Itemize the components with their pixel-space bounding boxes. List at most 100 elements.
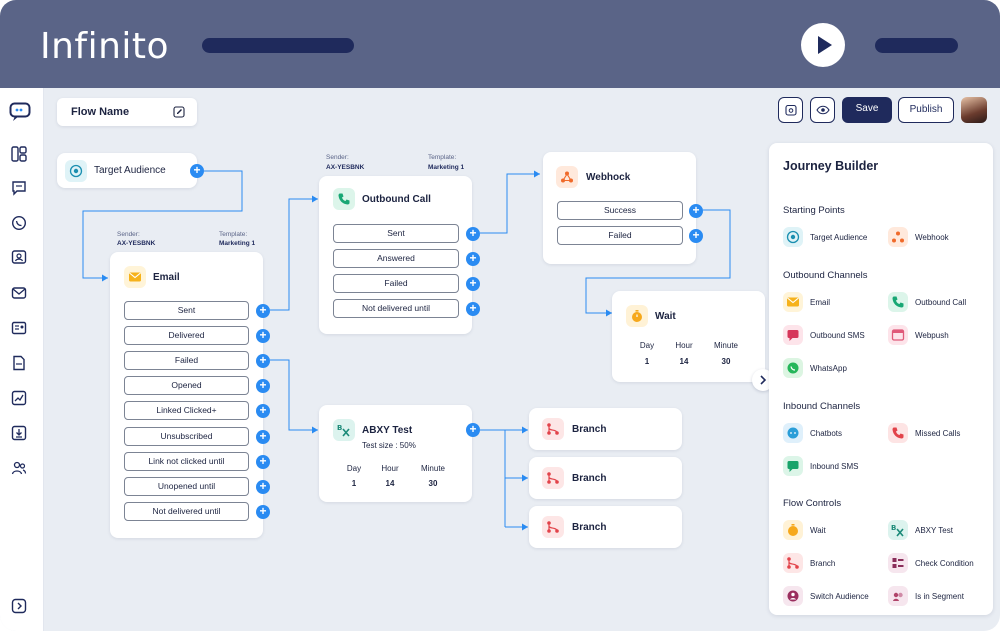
- placeholder-bar-right: [875, 38, 958, 53]
- call-option[interactable]: Not delivered until: [333, 299, 459, 318]
- target-audience-node[interactable]: Target Audience: [57, 153, 197, 188]
- email-icon: [124, 266, 146, 288]
- switch-audience-icon: [783, 585, 803, 606]
- call-option[interactable]: Failed: [333, 274, 459, 293]
- phone-icon: [333, 188, 355, 210]
- abxy-add-button[interactable]: +: [466, 423, 480, 437]
- wait-title: Wait: [655, 311, 676, 322]
- wait-day-value[interactable]: 1: [644, 357, 650, 366]
- panel-item-label: Inbound SMS: [810, 461, 859, 471]
- email-option[interactable]: Delivered: [124, 326, 249, 346]
- target-add-button[interactable]: +: [190, 164, 204, 178]
- email-add-button[interactable]: +: [256, 429, 270, 444]
- contact-icon[interactable]: [11, 249, 27, 265]
- wait-minute-value[interactable]: 30: [721, 357, 731, 366]
- email-template-label: Template:: [219, 231, 248, 238]
- branch-node[interactable]: Branch: [529, 408, 682, 450]
- phone-icon: [888, 292, 908, 312]
- abxy-test-node[interactable]: B ABXY Test Test size : 50% Day Hour Min…: [319, 405, 472, 502]
- save-button[interactable]: Save: [842, 97, 892, 123]
- email-option[interactable]: Link not clicked until: [124, 451, 249, 471]
- branch-icon: [783, 552, 803, 573]
- panel-item-label: Outbound SMS: [810, 330, 865, 340]
- email-add-button[interactable]: +: [256, 479, 270, 494]
- chat-logo-icon[interactable]: [9, 102, 31, 122]
- panel-item-label: WhatsApp: [810, 363, 847, 373]
- condition-icon: [888, 552, 908, 573]
- webhook-add-button[interactable]: +: [689, 204, 703, 218]
- wait-hour-value[interactable]: 14: [679, 357, 689, 366]
- call-sender-label: Sender:: [326, 154, 349, 161]
- email-option[interactable]: Opened: [124, 376, 249, 396]
- wait-node[interactable]: Wait Day Hour Minute 1 14 30: [612, 291, 765, 382]
- call-add-button[interactable]: +: [466, 227, 480, 241]
- settings-button[interactable]: [778, 97, 803, 123]
- layout-icon[interactable]: [11, 146, 27, 162]
- expand-icon[interactable]: [11, 598, 27, 614]
- whatsapp-icon[interactable]: [11, 215, 27, 231]
- call-option[interactable]: Answered: [333, 249, 459, 268]
- play-button[interactable]: [801, 23, 845, 67]
- id-card-icon[interactable]: [11, 320, 27, 336]
- segment-icon: [888, 585, 908, 606]
- avatar[interactable]: [961, 97, 987, 123]
- brand-logo: Infinito: [40, 26, 170, 67]
- panel-item-label: Switch Audience: [810, 591, 869, 601]
- panel-section-title: Inbound Channels: [783, 401, 861, 412]
- email-sender-value: AX-YESBNK: [117, 240, 156, 247]
- call-template-value: Marketing 1: [428, 164, 465, 171]
- panel-item-label: Missed Calls: [915, 429, 961, 438]
- call-add-button[interactable]: +: [466, 302, 480, 316]
- abxy-test-size: Test size : 50%: [362, 441, 416, 450]
- chevron-right-icon: [760, 375, 767, 385]
- preview-button[interactable]: [810, 97, 835, 123]
- call-add-button[interactable]: +: [466, 277, 480, 291]
- email-option[interactable]: Sent: [124, 301, 249, 320]
- email-option[interactable]: Failed: [124, 351, 249, 371]
- panel-item-label: Webhook: [915, 233, 949, 242]
- branch-node[interactable]: Branch: [529, 506, 682, 548]
- email-add-button[interactable]: +: [256, 504, 270, 519]
- whatsapp-icon: [783, 357, 803, 378]
- abxy-hour-value[interactable]: 14: [385, 479, 395, 488]
- email-option[interactable]: Unopened until: [124, 476, 249, 496]
- email-add-button[interactable]: +: [256, 304, 270, 318]
- call-sender-value: AX-YESBNK: [326, 164, 365, 171]
- abxy-minute-value[interactable]: 30: [428, 479, 438, 488]
- email-add-button[interactable]: +: [256, 404, 270, 419]
- download-icon[interactable]: [11, 425, 27, 441]
- outbound-call-title: Outbound Call: [362, 194, 431, 205]
- analytics-icon[interactable]: [11, 390, 27, 406]
- email-add-button[interactable]: +: [256, 379, 270, 394]
- webhook-option[interactable]: Failed: [557, 226, 683, 245]
- flow-name-field[interactable]: Flow Name: [57, 98, 197, 126]
- inbound-sms-icon: [783, 455, 803, 476]
- branch-node[interactable]: Branch: [529, 457, 682, 499]
- email-option[interactable]: Not delivered until: [124, 501, 249, 521]
- email-option[interactable]: Linked Clicked+: [124, 401, 249, 421]
- abxy-minute-header: Minute: [420, 464, 445, 473]
- webhook-option[interactable]: Success: [557, 201, 683, 220]
- call-option[interactable]: Sent: [333, 224, 459, 243]
- email-option[interactable]: Unsubscribed: [124, 426, 249, 446]
- users-icon[interactable]: [11, 460, 27, 476]
- message-icon[interactable]: [11, 180, 27, 196]
- abxy-day-value[interactable]: 1: [351, 479, 357, 488]
- mail-icon[interactable]: [11, 285, 27, 301]
- edit-icon[interactable]: [173, 106, 185, 118]
- call-add-button[interactable]: +: [466, 252, 480, 266]
- file-icon[interactable]: [11, 355, 27, 371]
- email-add-button[interactable]: +: [256, 354, 270, 369]
- panel-toggle-button[interactable]: [752, 369, 774, 391]
- target-audience-label: Target Audience: [94, 165, 166, 176]
- webhook-add-button[interactable]: +: [689, 229, 703, 243]
- chatbot-icon: [783, 423, 803, 443]
- email-add-button[interactable]: +: [256, 454, 270, 469]
- call-template-label: Template:: [428, 154, 457, 161]
- publish-button[interactable]: Publish: [898, 97, 954, 123]
- email-add-button[interactable]: +: [256, 329, 270, 344]
- webhook-icon: [556, 166, 578, 188]
- target-icon: [783, 227, 803, 247]
